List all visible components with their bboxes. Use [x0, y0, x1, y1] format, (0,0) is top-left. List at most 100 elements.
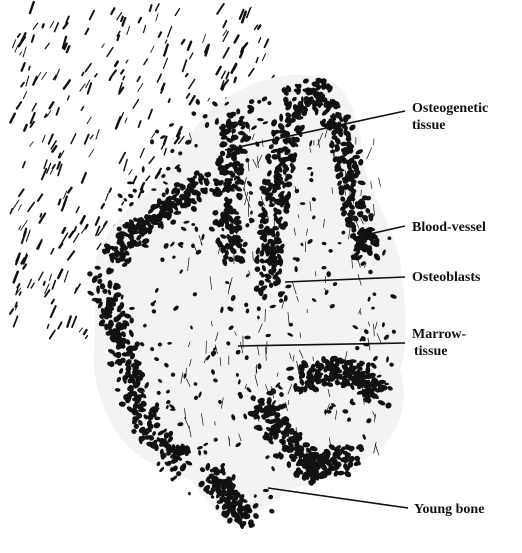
fiber-stroke: [17, 102, 21, 109]
cell-nucleus: [142, 166, 145, 173]
fiber-stroke: [19, 226, 21, 229]
cell-nucleus: [268, 508, 275, 515]
fiber-stroke: [30, 142, 34, 147]
fiber-stroke: [18, 34, 20, 37]
fiber-stroke: [96, 217, 99, 225]
fiber-stroke: [189, 79, 195, 88]
fiber-stroke: [80, 84, 85, 91]
fiber-stroke: [86, 225, 88, 228]
cell-nucleus: [127, 181, 133, 184]
label-blood-vessel: Blood-vessel: [412, 220, 486, 235]
fiber-stroke: [53, 165, 55, 169]
fiber-stroke: [23, 92, 26, 99]
fiber-stroke: [223, 48, 228, 58]
fiber-stroke: [82, 173, 86, 183]
fiber-stroke: [226, 72, 229, 78]
fiber-stroke: [12, 200, 18, 210]
fiber-stroke: [45, 43, 49, 48]
cell-nucleus: [169, 148, 175, 154]
fiber-stroke: [38, 194, 42, 200]
cell-nucleus: [168, 122, 174, 127]
fiber-stroke: [182, 40, 185, 44]
fiber-stroke: [45, 114, 47, 117]
fiber-stroke: [258, 26, 260, 29]
fiber-stroke: [72, 317, 76, 327]
fiber-stroke: [159, 32, 161, 36]
fiber-stroke: [165, 40, 166, 43]
fiber-stroke: [151, 46, 154, 53]
fiber-stroke: [146, 176, 149, 180]
fiber-stroke: [76, 207, 79, 213]
cell-nucleus: [269, 282, 273, 287]
fiber-stroke: [26, 230, 30, 241]
fiber-stroke: [133, 176, 136, 183]
fiber-stroke: [140, 149, 144, 158]
fiber-stroke: [262, 54, 265, 61]
fiber-stroke: [126, 60, 128, 63]
cell-nucleus: [195, 98, 201, 105]
fiber-stroke: [102, 44, 104, 48]
fiber-stroke: [217, 67, 221, 74]
fiber-stroke: [203, 34, 206, 43]
cell-nucleus: [191, 111, 197, 117]
fiber-stroke: [44, 160, 47, 168]
label-young-bone: Young bone: [414, 502, 484, 517]
fiber-stroke: [102, 204, 104, 208]
fiber-stroke: [139, 18, 141, 23]
fiber-stroke: [124, 160, 127, 171]
cell-nucleus: [127, 193, 134, 199]
fiber-stroke: [186, 74, 188, 76]
fiber-stroke: [149, 157, 154, 163]
fiber-stroke: [141, 183, 144, 189]
fiber-stroke: [57, 162, 59, 169]
fiber-stroke: [164, 45, 168, 56]
fiber-stroke: [217, 4, 224, 14]
fiber-stroke: [21, 83, 24, 87]
fiber-stroke: [49, 274, 51, 280]
fiber-stroke: [47, 163, 51, 173]
fiber-stroke: [67, 316, 70, 326]
fiber-stroke: [87, 117, 91, 124]
fiber-stroke: [206, 45, 209, 55]
fiber-stroke: [144, 26, 146, 33]
fiber-stroke: [23, 265, 26, 269]
cell-nucleus: [132, 188, 138, 193]
fiber-stroke: [150, 5, 152, 11]
label-osteoblasts: Osteoblasts: [412, 270, 481, 285]
fiber-stroke: [28, 279, 32, 287]
fiber-stroke: [52, 281, 55, 289]
fiber-stroke: [50, 170, 52, 174]
fiber-stroke: [62, 233, 68, 243]
fiber-stroke: [50, 102, 54, 108]
fiber-stroke: [51, 306, 56, 317]
fiber-stroke: [138, 83, 143, 91]
fiber-stroke: [50, 331, 55, 339]
fiber-stroke: [63, 23, 67, 28]
fiber-stroke: [90, 11, 94, 20]
fiber-stroke: [109, 188, 111, 192]
fiber-stroke: [156, 14, 158, 22]
young-bone-leader-line: [268, 488, 408, 508]
cell-nucleus: [276, 278, 281, 282]
fiber-stroke: [55, 23, 59, 32]
fiber-stroke: [110, 77, 112, 80]
fiber-stroke: [123, 76, 124, 79]
label-marrow-tissue-line2: tissue: [414, 344, 447, 359]
fiber-stroke: [247, 8, 251, 17]
fiber-stroke: [188, 42, 191, 50]
fiber-stroke: [137, 77, 140, 82]
fiber-stroke: [121, 70, 123, 73]
fiber-stroke: [169, 99, 170, 102]
fiber-stroke: [47, 324, 48, 328]
label-marrow-tissue-line1: Marrow-: [412, 327, 466, 342]
fiber-stroke: [63, 228, 65, 233]
label-osteogenetic-tissue-line1: Osteogenetic: [412, 101, 488, 116]
cell-nucleus: [338, 185, 345, 191]
fiber-stroke: [33, 23, 37, 29]
labels: Osteogenetic tissue Blood-vessel Osteobl…: [412, 101, 488, 517]
fiber-stroke: [42, 72, 47, 79]
fiber-stroke: [117, 13, 122, 20]
fiber-stroke: [127, 26, 130, 34]
fiber-stroke: [64, 271, 68, 282]
fiber-stroke: [52, 300, 54, 304]
